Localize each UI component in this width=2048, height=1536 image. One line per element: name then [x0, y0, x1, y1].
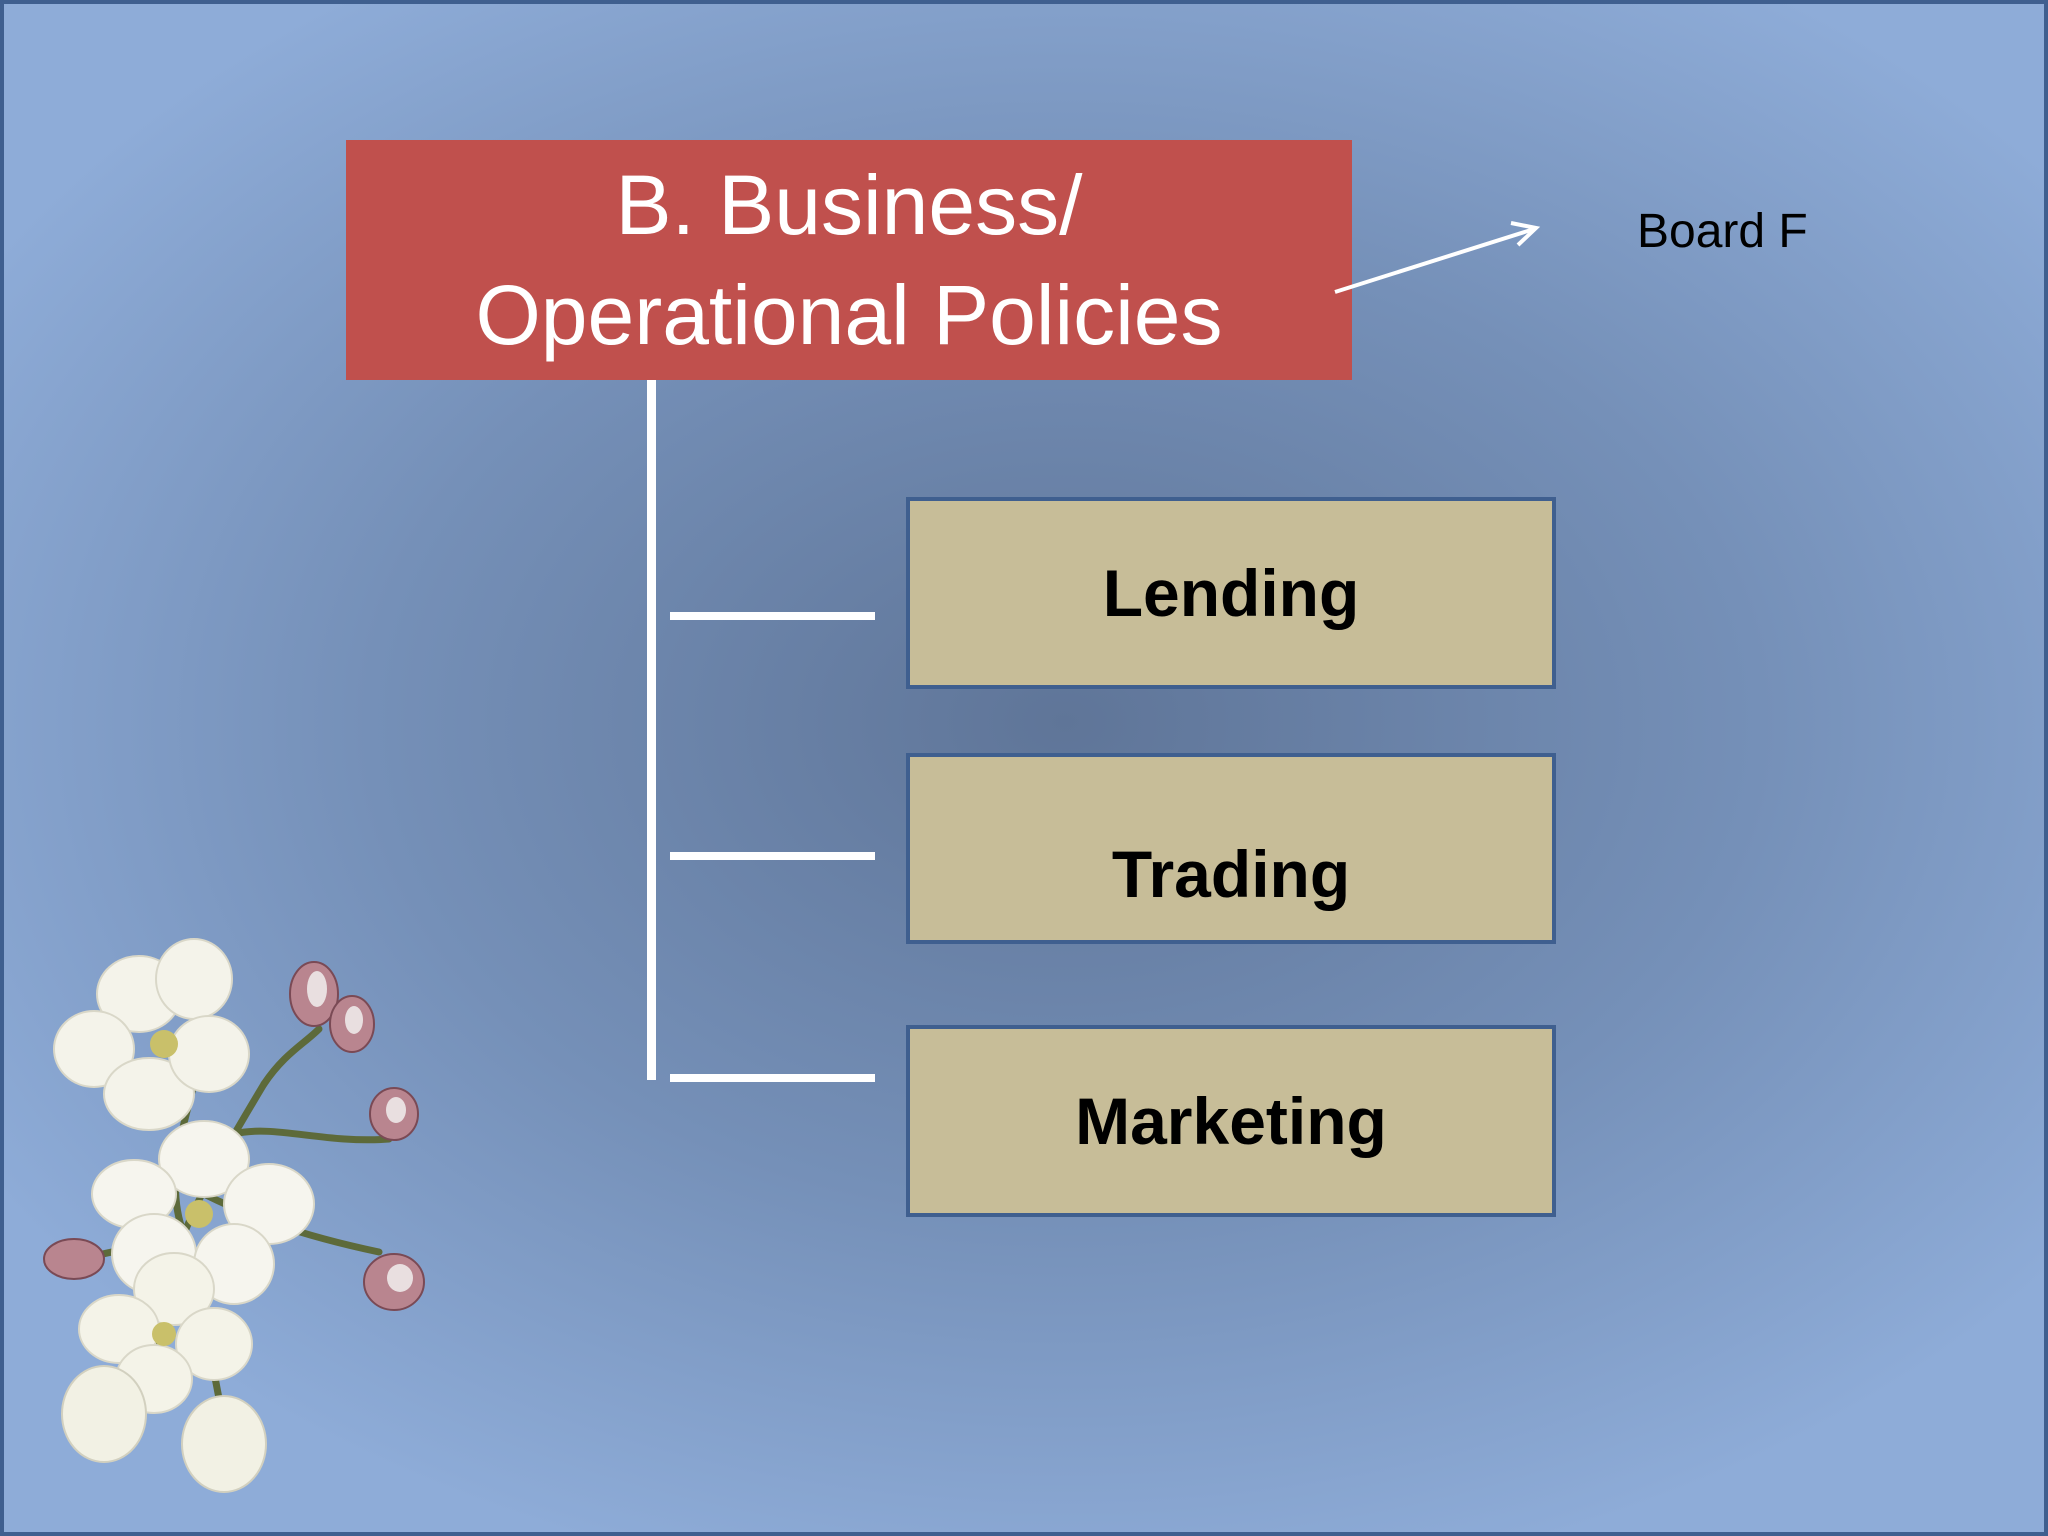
node-trading: Trading — [906, 753, 1556, 944]
node-label-trading: Trading — [1111, 837, 1351, 911]
node-lending: Lending — [906, 497, 1556, 689]
node-label-lending: Lending — [1102, 556, 1360, 630]
connector-branch-marketing — [670, 1074, 875, 1082]
connector-branch-trading — [670, 852, 875, 860]
title-line-2: Operational Policies — [475, 268, 1223, 362]
cherry-blossom-icon — [43, 938, 425, 1493]
node-label-marketing: Marketing — [1075, 1084, 1387, 1158]
board-label: Board F — [1637, 205, 1808, 258]
connector-trunk — [647, 380, 656, 1080]
connector-branch-lending — [670, 612, 875, 620]
title-line-1: B. Business/ — [615, 158, 1083, 252]
title-box: B. Business/ Operational Policies — [346, 140, 1352, 380]
node-marketing: Marketing — [906, 1025, 1556, 1217]
arrow-connector — [1334, 221, 1541, 294]
